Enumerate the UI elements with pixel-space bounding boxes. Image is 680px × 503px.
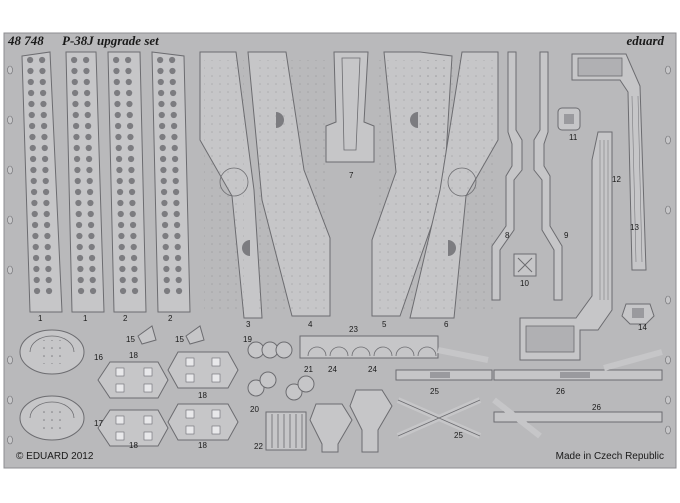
part-22-grille [265, 411, 307, 451]
part-13-belt [571, 53, 647, 271]
part-number-label: 19 [243, 335, 252, 344]
part-number-label: 22 [254, 442, 263, 451]
part-number-label: 2 [168, 314, 173, 323]
part-8-link [491, 51, 523, 301]
set-title: P-38J upgrade set [62, 33, 159, 48]
part-number-label: 14 [638, 323, 647, 332]
part-number-label: 3 [246, 320, 251, 329]
part-number-label: 9 [564, 231, 569, 240]
part-15-tabs [137, 325, 205, 345]
part-number-label: 5 [382, 320, 387, 329]
set-number: 48 748 [8, 33, 44, 48]
part-17-cover [19, 395, 85, 441]
part-23-strip [299, 335, 439, 359]
part-14-clip [621, 303, 655, 325]
part-number-label: 10 [520, 279, 529, 288]
part-25-rails [395, 347, 493, 439]
part-number-label: 18 [198, 441, 207, 450]
part-number-label: 17 [94, 419, 103, 428]
part-number-label: 20 [250, 405, 259, 414]
strip-hole-grid [27, 56, 183, 295]
part-20-rings [247, 371, 277, 397]
part-number-label: 2 [123, 314, 128, 323]
header-shadow [0, 0, 680, 30]
part-10-clip [513, 253, 537, 277]
part-26-rails [492, 349, 663, 439]
part-number-label: 13 [630, 223, 639, 232]
sprue-drops [7, 65, 671, 445]
part-number-label: 21 [304, 365, 313, 374]
origin-text: Made in Czech Republic [555, 451, 664, 462]
part-number-label: 25 [454, 431, 463, 440]
part-number-label: 12 [612, 175, 621, 184]
part-18-trays [97, 351, 239, 447]
copyright-text: © EDUARD 2012 [16, 451, 94, 462]
part-number-label: 6 [444, 320, 449, 329]
part-number-label: 24 [368, 365, 377, 374]
part-number-label: 8 [505, 231, 510, 240]
part-number-label: 7 [349, 171, 354, 180]
part-11-clip [557, 107, 581, 131]
part-number-label: 26 [556, 387, 565, 396]
part-16-cover [19, 329, 85, 375]
part-number-label: 11 [569, 133, 578, 142]
part-number-label: 26 [592, 403, 601, 412]
part-19-rings [247, 341, 293, 359]
part-number-label: 4 [308, 320, 313, 329]
part-number-label: 16 [94, 353, 103, 362]
part-number-label: 1 [38, 314, 43, 323]
part-number-label: 15 [175, 335, 184, 344]
part-12-belt [519, 131, 613, 361]
part-number-label: 18 [129, 351, 138, 360]
brand-logo: eduard [626, 33, 664, 48]
part-number-label: 24 [328, 365, 337, 374]
part-number-label: 18 [129, 441, 138, 450]
part-7-bracket [325, 51, 375, 163]
part-number-label: 1 [83, 314, 88, 323]
part-4-panel [242, 51, 331, 317]
part-24-ducts [309, 389, 393, 453]
part-number-label: 25 [430, 387, 439, 396]
part-number-label: 15 [126, 335, 135, 344]
part-9-link [533, 51, 563, 301]
part-number-label: 18 [198, 391, 207, 400]
part-21-rings [285, 375, 315, 401]
part-6-panel [409, 51, 499, 319]
part-number-label: 23 [349, 325, 358, 334]
